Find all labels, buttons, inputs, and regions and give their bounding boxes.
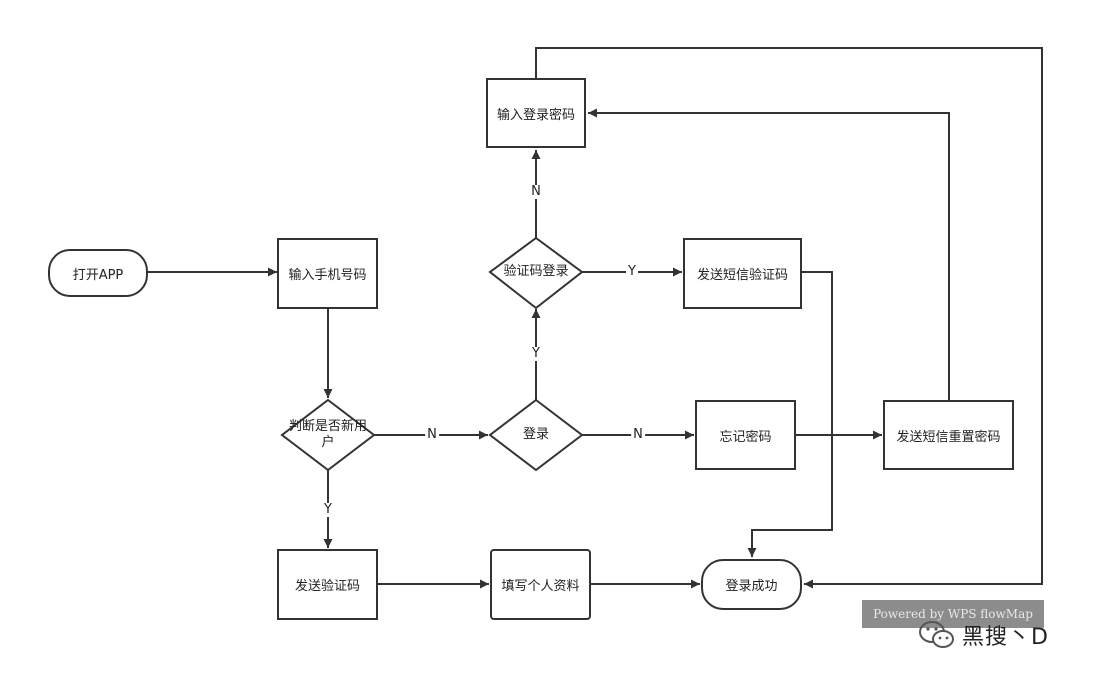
decision-sms-login-shape (488, 236, 584, 310)
decision-login-shape (488, 398, 584, 472)
node-input-password[interactable]: 输入登录密码 (486, 78, 586, 148)
brand-text: 黑搜丶D (962, 625, 1049, 650)
node-input-phone[interactable]: 输入手机号码 (277, 238, 378, 309)
edge-password-to-success (535, 47, 1043, 589)
label-new-user-yes: Y (322, 502, 334, 517)
edge-smscode-to-success (747, 271, 833, 557)
edge-reset-to-password (588, 108, 950, 400)
node-login-success[interactable]: 登录成功 (701, 559, 802, 610)
node-open-app[interactable]: 打开APP (48, 249, 148, 297)
node-fill-profile[interactable]: 填写个人资料 (490, 549, 591, 620)
node-is-new-user[interactable]: 判断是否新用户 (288, 419, 367, 450)
node-send-reset-sms[interactable]: 发送短信重置密码 (883, 400, 1014, 470)
node-send-sms-code[interactable]: 发送短信验证码 (683, 238, 802, 309)
label-sms-login-yes: Y (626, 264, 638, 279)
label-login-yes: Y (530, 346, 542, 361)
label-new-user-no: N (425, 427, 439, 442)
node-sms-login[interactable]: 验证码登录 (503, 264, 569, 279)
node-forgot-password[interactable]: 忘记密码 (695, 400, 796, 470)
decision-is-new-user-shape (280, 398, 376, 472)
watermark: Powered by WPS flowMap (862, 600, 1044, 628)
label-sms-login-no: N (529, 184, 543, 199)
wechat-icon (919, 621, 954, 648)
brand: 黑搜丶D (918, 618, 1049, 652)
node-send-code[interactable]: 发送验证码 (277, 549, 378, 620)
node-login[interactable]: 登录 (522, 427, 549, 442)
label-login-no: N (631, 427, 645, 442)
